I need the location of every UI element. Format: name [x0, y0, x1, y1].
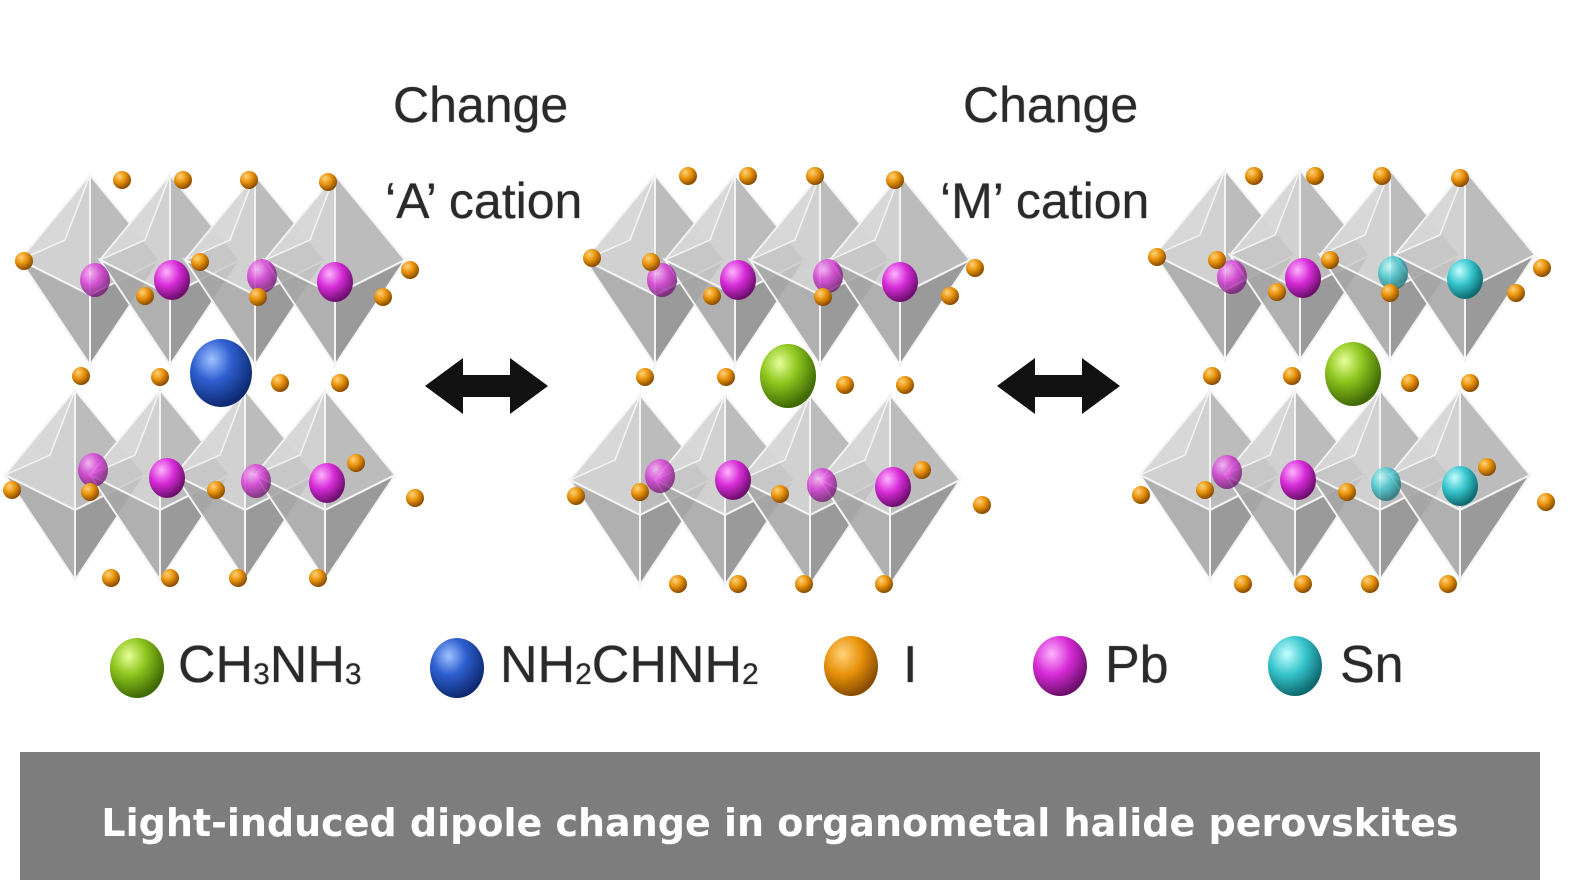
structure-panel-m-cation [1132, 167, 1555, 593]
legend-ch3nh3-label: CH3NH3 [178, 636, 362, 694]
caption-bar: Light-induced dipole change in organomet… [20, 752, 1540, 880]
legend-nh2chnh2-label: NH2CHNH2 [500, 636, 759, 694]
legend-iodine-sphere [824, 636, 878, 696]
legend-lead-label: Pb [1105, 636, 1169, 694]
label-change-m-line1: Change [963, 77, 1139, 133]
lead-atoms [78, 259, 353, 503]
legend-tin-label: Sn [1340, 636, 1404, 694]
double-arrow-icon [425, 358, 548, 414]
tin-atoms [1371, 256, 1483, 506]
lead-atoms [645, 259, 918, 507]
structure-panel-a-cation [3, 171, 424, 587]
a-cation-ch3nh3 [1325, 342, 1381, 406]
caption-text: Light-induced dipole change in organomet… [101, 801, 1459, 845]
a-cation-ch3nh3 [760, 344, 816, 408]
legend-iodine-label: I [903, 636, 918, 694]
legend-tin-sphere [1268, 636, 1322, 696]
label-change-m-line2: ‘M’ cation [940, 173, 1150, 229]
structure-panel-reference [567, 167, 991, 593]
label-change-a-line1: Change [393, 77, 569, 133]
label-change-a-line2: ‘A’ cation [385, 173, 583, 229]
lead-atoms [1212, 258, 1321, 500]
legend-ch3nh3-sphere [110, 638, 164, 698]
legend-nh2chnh2-sphere [430, 638, 484, 698]
a-cation-nh2chnh2 [190, 339, 252, 407]
double-arrow-icon [997, 358, 1120, 414]
legend-lead-sphere [1033, 636, 1087, 696]
